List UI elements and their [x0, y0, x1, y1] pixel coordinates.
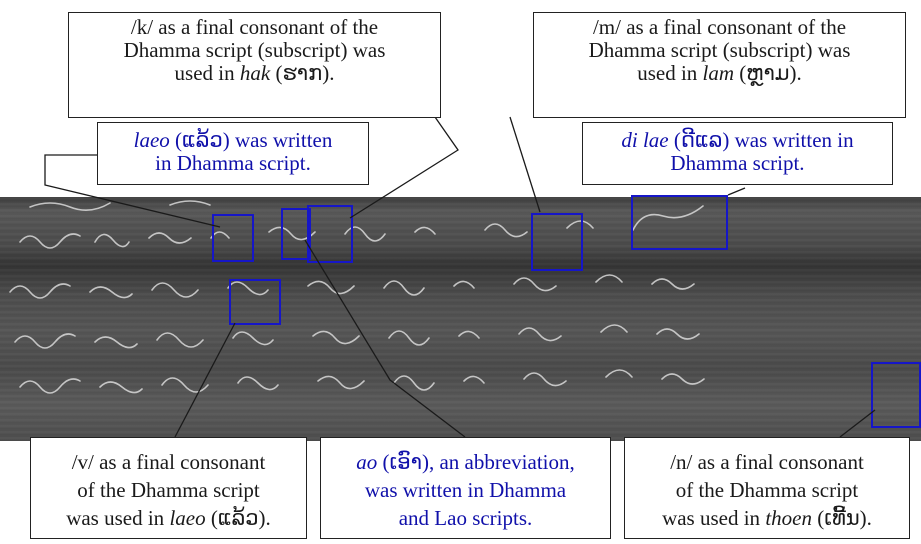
callout-line: of the Dhamma script [77, 478, 260, 502]
callout-line: Dhamma script. [670, 151, 805, 175]
highlight-box-lam [531, 213, 583, 271]
callout-k-final-consonant: /k/ as a final consonant of the Dhamma s… [68, 12, 441, 118]
text: (ດີແລ) was written in [668, 128, 854, 152]
callout-line: and Lao scripts. [398, 506, 533, 530]
italic-word: thoen [765, 506, 812, 530]
callout-v-final-consonant: /v/ as a final consonant of the Dhamma s… [30, 437, 307, 539]
callout-line: was used in laeo (ແລ້ວ). [31, 504, 306, 532]
callout-line: Dhamma script (subscript) was [123, 38, 386, 62]
highlight-box-laeo [212, 214, 254, 262]
callout-line: of the Dhamma script [675, 478, 859, 502]
callout-n-final-consonant: /n/ as a final consonant of the Dhamma s… [624, 437, 910, 539]
callout-dilae-dhamma: di lae (ດີແລ) was written in Dhamma scri… [582, 122, 893, 185]
text: (ຮາກ). [270, 61, 335, 85]
highlight-box-dilae [631, 195, 728, 250]
callout-line: /n/ as a final consonant [670, 450, 864, 474]
text: used in [174, 61, 240, 85]
callout-line: laeo (ແລ້ວ) was written [98, 129, 368, 152]
italic-word: lam [702, 61, 735, 85]
callout-line: /v/ as a final consonant [71, 450, 266, 474]
highlight-box-n [871, 362, 921, 428]
text: (ເທີ້ນ). [811, 506, 872, 530]
italic-word: laeo [133, 128, 170, 152]
callout-line: /m/ as a final consonant of the [592, 15, 847, 39]
text: was used in [662, 506, 766, 530]
callout-m-final-consonant: /m/ as a final consonant of the Dhamma s… [533, 12, 906, 118]
highlight-box-hak [307, 205, 353, 263]
highlight-box-v [229, 279, 281, 325]
callout-line: used in hak (ຮາກ). [69, 62, 440, 85]
callout-laeo-dhamma: laeo (ແລ້ວ) was written in Dhamma script… [97, 122, 369, 185]
manuscript-script-strokes [9, 200, 705, 394]
manuscript-image [0, 197, 921, 441]
callout-line: was written in Dhamma [364, 478, 567, 502]
callout-ao-abbreviation: ao (ເອົາ), an abbreviation, was written … [320, 437, 611, 539]
text: used in [637, 61, 703, 85]
text: (ຫຼາມ). [734, 61, 802, 85]
text: (ແລ້ວ) was written [169, 128, 333, 152]
callout-line: /k/ as a final consonant of the [130, 15, 379, 39]
italic-word: di lae [621, 128, 669, 152]
text: (ເອົາ), an abbreviation, [377, 450, 575, 474]
callout-line: Dhamma script (subscript) was [588, 38, 851, 62]
callout-line: was used in thoen (ເທີ້ນ). [625, 504, 909, 532]
highlight-box-ao [281, 208, 311, 260]
italic-word: laeo [169, 506, 206, 530]
callout-line: in Dhamma script. [155, 151, 311, 175]
callout-line: used in lam (ຫຼາມ). [534, 62, 905, 85]
italic-word: ao [356, 450, 378, 474]
callout-line: di lae (ດີແລ) was written in [583, 129, 892, 152]
callout-line: ao (ເອົາ), an abbreviation, [321, 448, 610, 476]
italic-word: hak [239, 61, 271, 85]
text: (ແລ້ວ). [205, 506, 271, 530]
text: was used in [66, 506, 170, 530]
